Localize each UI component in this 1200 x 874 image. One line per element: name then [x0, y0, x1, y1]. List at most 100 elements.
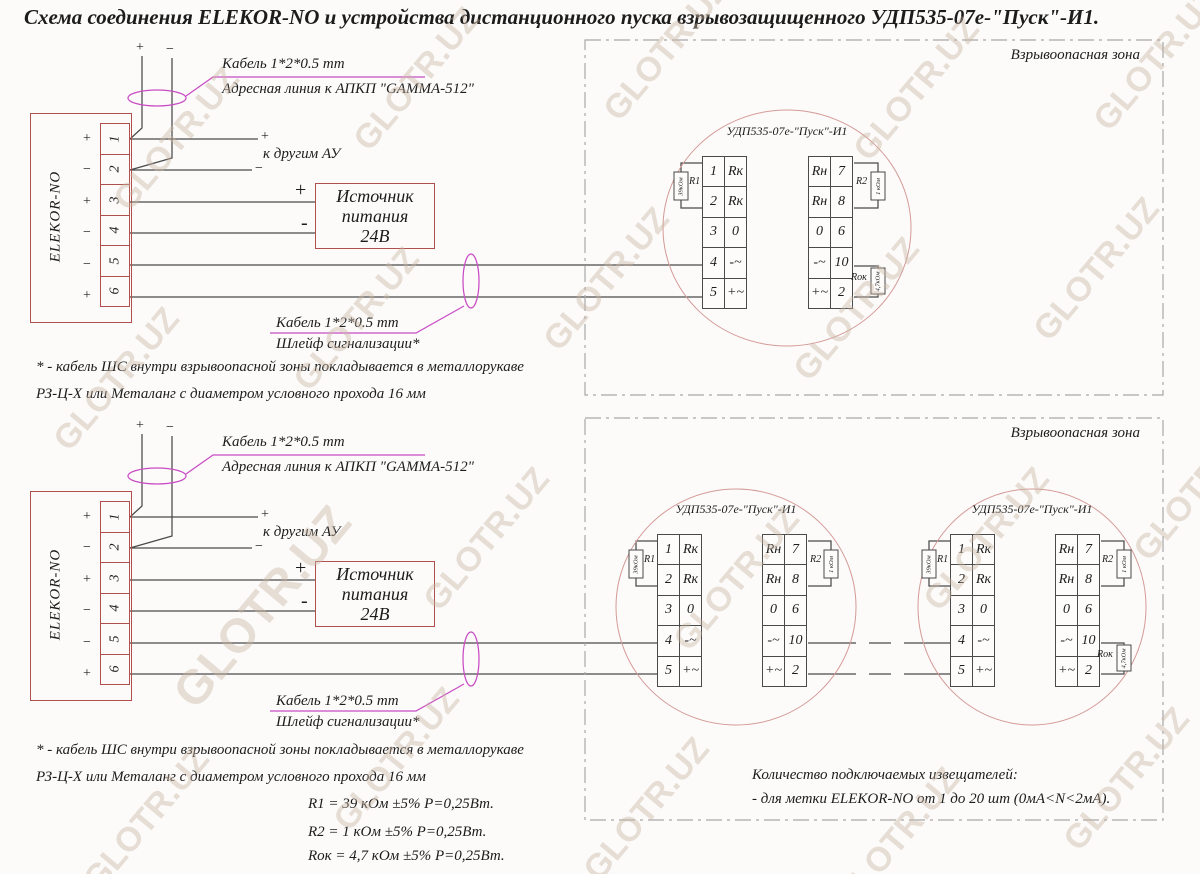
device1-title: УДП535-07е-"Пуск"-И1 — [726, 124, 848, 138]
psu-line1: Источник — [336, 564, 414, 584]
terminal-sign: − — [83, 162, 91, 178]
device-terminal-cell: 3 — [702, 216, 725, 249]
address-line-label-2: Адресная линия к АПКП "GAMMA-512" — [222, 459, 474, 475]
footnote1-line1: * - кабель ШС внутри взрывоопасной зоны … — [36, 359, 524, 375]
device1-rok-label: Rок — [851, 272, 867, 283]
loop-line-label-1: Шлейф сигнализации* — [276, 336, 420, 352]
device2b-rok-value: 4,7кОм — [1120, 647, 1128, 669]
device2b-title: УДП535-07е-"Пуск"-И1 — [971, 502, 1093, 516]
device1-r1-value: 39кОм — [677, 176, 685, 196]
device-circles — [615, 109, 1147, 726]
au-minus-2: − — [255, 539, 263, 554]
quantity-line1: Количество подключаемых извещателей: — [752, 767, 1018, 783]
device-terminal-cell: Rк — [972, 564, 995, 596]
device-terminal-row: 5+~ — [950, 655, 995, 687]
device-terminal-row: -~10 — [762, 625, 807, 657]
terminal-sign: + — [83, 666, 91, 682]
page-title: Схема соединения ELEKOR-NO и устройства … — [24, 5, 1100, 29]
device2a-title: УДП535-07е-"Пуск"-И1 — [675, 502, 797, 516]
device-terminal-cell: 7 — [1077, 534, 1100, 566]
zone-label-1: Взрывоопасная зона — [1010, 47, 1140, 63]
terminal-sign: + — [83, 288, 91, 304]
device2b-r1-label: R1 — [937, 554, 949, 565]
device-terminal-cell: +~ — [762, 655, 785, 687]
device-terminal-cell: 5 — [702, 277, 725, 309]
addr-minus-1: − — [166, 42, 174, 57]
elekor-label-1: ELEKOR-NO — [47, 170, 64, 262]
elekor-block-1: ELEKOR-NO — [30, 113, 132, 323]
terminal-sign: − — [83, 225, 91, 241]
device-terminal-cell: 2 — [1077, 655, 1100, 687]
device-terminal-cell: 1 — [657, 534, 680, 566]
elekor-block-2: ELEKOR-NO — [30, 491, 132, 701]
device-terminal-cell: +~ — [679, 655, 702, 687]
au-plus-2: + — [261, 507, 269, 522]
to-other-au-2: к другим АУ — [263, 524, 341, 540]
device-terminal-cell: 7 — [784, 534, 807, 566]
resistor-bodies — [628, 171, 1132, 672]
device-terminal-cell: 3 — [950, 594, 973, 627]
device-terminal-cell: 10 — [784, 625, 807, 657]
elekor-terminal-6: 6 — [100, 275, 130, 307]
device-terminal-cell: 2 — [702, 186, 725, 218]
device-terminal-cell: 5 — [950, 655, 973, 687]
cable-address-label-1: Кабель 1*2*0.5 mm — [222, 56, 345, 72]
device-terminal-cell: Rн — [1055, 564, 1078, 596]
resistor-spec-r2: R2 = 1 кОм ±5% P=0,25Вт. — [308, 824, 487, 840]
device-terminal-cell: -~ — [972, 625, 995, 657]
device-terminal-cell: Rк — [679, 564, 702, 596]
device2a-r1-value: 39кОм — [632, 554, 640, 574]
device1-r2-value: 1 кОм — [874, 177, 882, 195]
elekor-signs-2: +−+−−+ — [78, 501, 96, 690]
elekor-label-2: ELEKOR-NO — [47, 548, 64, 640]
device-terminal-cell: 7 — [830, 156, 853, 188]
device-terminal-cell: -~ — [808, 247, 831, 279]
power-supply-box-2: Источник питания 24В — [315, 561, 435, 627]
device-terminal-row: +~2 — [1055, 655, 1100, 687]
psu-line2: питания — [341, 206, 409, 226]
device-terminal-cell: +~ — [1055, 655, 1078, 687]
device2b-r2-value: 1 кОм — [1120, 555, 1128, 573]
device-terminal-cell: 6 — [784, 594, 807, 627]
terminal-sign: + — [83, 571, 91, 587]
psu-line1: Источник — [336, 186, 414, 206]
device-terminal-cell: -~ — [1055, 625, 1078, 657]
quantity-line2: - для метки ELEKOR-NO от 1 до 20 шт (0мА… — [752, 791, 1111, 807]
device-terminal-row: 4-~ — [657, 625, 702, 657]
device-terminal-cell: 3 — [657, 594, 680, 627]
device2a-r1-label: R1 — [644, 554, 656, 565]
device-terminal-cell: 0 — [808, 216, 831, 249]
device2b-rok-label: Rок — [1097, 649, 1113, 660]
addr-plus-1: + — [136, 40, 144, 55]
device-terminal-cell: 10 — [830, 247, 853, 279]
device-terminal-cell: -~ — [724, 247, 747, 279]
cable-address-label-2: Кабель 1*2*0.5 mm — [222, 434, 345, 450]
device-terminal-cell: 10 — [1077, 625, 1100, 657]
device-terminal-cell: 4 — [702, 247, 725, 279]
device-terminal-cell: Rк — [972, 534, 995, 566]
device-terminal-cell: -~ — [679, 625, 702, 657]
psu-line2: питания — [341, 584, 409, 604]
elekor-terminal-4: 4 — [100, 592, 130, 624]
elekor-terminal-2: 2 — [100, 153, 130, 185]
device-terminal-cell: 0 — [972, 594, 995, 627]
cable-loop-label-1: Кабель 1*2*0.5 mm — [276, 315, 399, 331]
device-terminal-cell: 0 — [724, 216, 747, 249]
